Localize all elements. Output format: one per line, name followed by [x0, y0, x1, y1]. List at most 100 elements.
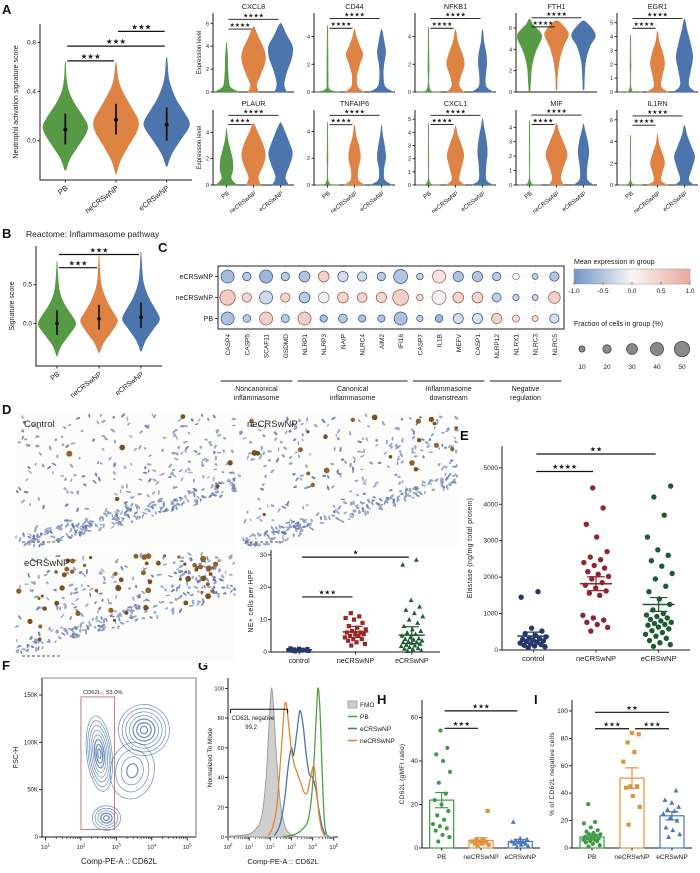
- svg-text:★★★: ★★★: [643, 721, 661, 728]
- svg-text:eCRSwNP: eCRSwNP: [137, 183, 171, 212]
- svg-text:eCRSwNP: eCRSwNP: [24, 558, 69, 569]
- svg-text:2: 2: [610, 62, 613, 68]
- svg-text:1: 1: [408, 170, 411, 176]
- svg-text:downstream: downstream: [430, 395, 468, 402]
- svg-text:100: 100: [214, 686, 224, 692]
- svg-text:100: 100: [557, 708, 568, 715]
- svg-text:CASP4: CASP4: [225, 334, 232, 356]
- svg-text:MEFV: MEFV: [456, 333, 463, 352]
- svg-text:neCRSwNP: neCRSwNP: [633, 191, 662, 215]
- svg-text:Negative: Negative: [512, 386, 540, 393]
- svg-text:neCRSwNP: neCRSwNP: [463, 854, 499, 861]
- svg-text:Neutrophil activation signatur: Neutrophil activation signature score: [13, 45, 20, 158]
- svg-text:2: 2: [307, 156, 310, 162]
- svg-text:2: 2: [610, 161, 613, 167]
- svg-text:CASP5: CASP5: [244, 334, 251, 356]
- svg-text:FTH1: FTH1: [548, 2, 566, 11]
- svg-text:80: 80: [561, 735, 569, 742]
- svg-text:60: 60: [411, 714, 419, 721]
- ihc-image-control: Control: [15, 412, 238, 549]
- svg-text:103: 103: [287, 842, 296, 851]
- svg-text:★★★★: ★★★★: [445, 108, 466, 115]
- svg-text:eCRSwNP: eCRSwNP: [359, 191, 385, 213]
- svg-text:0.0: 0.0: [23, 320, 32, 327]
- svg-text:80: 80: [218, 716, 224, 722]
- svg-text:★★★★: ★★★★: [243, 108, 264, 115]
- svg-text:★★★★: ★★★★: [243, 12, 264, 19]
- svg-text:102: 102: [266, 842, 275, 851]
- svg-text:40: 40: [218, 776, 224, 782]
- svg-text:150K: 150K: [24, 693, 38, 699]
- svg-text:neCRSwNP: neCRSwNP: [229, 191, 258, 215]
- svg-text:neCRSwNP: neCRSwNP: [330, 191, 359, 215]
- svg-text:3: 3: [509, 140, 512, 146]
- svg-text:CD62L negative: CD62L negative: [232, 716, 275, 722]
- svg-text:NLRC3: NLRC3: [533, 334, 540, 356]
- svg-text:control: control: [522, 654, 545, 663]
- svg-text:★★★★: ★★★★: [634, 118, 655, 125]
- svg-text:10: 10: [260, 617, 268, 624]
- svg-text:eCRSwNP: eCRSwNP: [505, 854, 537, 861]
- svg-text:PB: PB: [588, 854, 597, 861]
- svg-text:★★★★: ★★★★: [445, 12, 466, 19]
- svg-text:2: 2: [206, 67, 209, 73]
- svg-text:CASP7: CASP7: [417, 334, 424, 356]
- svg-text:CD62L (gMFI ratio): CD62L (gMFI ratio): [399, 744, 406, 805]
- svg-text:104: 104: [308, 842, 317, 851]
- svg-text:4: 4: [206, 44, 209, 50]
- svg-text:105: 105: [329, 842, 338, 851]
- svg-text:★★★★: ★★★★: [331, 118, 352, 125]
- svg-text:2: 2: [408, 62, 411, 68]
- panel-letter-a: A: [2, 2, 12, 17]
- svg-text:★★★★: ★★★★: [344, 12, 365, 19]
- svg-text:★★★: ★★★: [319, 589, 337, 596]
- svg-text:NLRC5: NLRC5: [552, 334, 559, 356]
- svg-text:★★★: ★★★: [603, 721, 621, 728]
- svg-text:0: 0: [206, 183, 209, 189]
- svg-text:NFKB1: NFKB1: [444, 2, 467, 11]
- svg-text:4: 4: [610, 140, 613, 146]
- svg-text:FSC-H: FSC-H: [13, 747, 20, 768]
- svg-text:eCRSwNP: eCRSwNP: [460, 191, 486, 213]
- svg-text:EGR1: EGR1: [648, 2, 668, 11]
- svg-text:20: 20: [411, 801, 419, 808]
- svg-text:IFI16: IFI16: [398, 334, 405, 349]
- svg-text:0.0: 0.0: [27, 138, 36, 145]
- svg-text:NLRP3: NLRP3: [321, 334, 328, 355]
- panel-letter-c: C: [158, 240, 168, 255]
- svg-text:1: 1: [610, 76, 613, 82]
- svg-text:0: 0: [307, 90, 310, 96]
- svg-text:Control: Control: [24, 419, 55, 430]
- svg-text:★★★: ★★★: [453, 721, 471, 728]
- svg-text:0: 0: [509, 183, 512, 189]
- svg-text:★★★★: ★★★★: [230, 22, 251, 29]
- svg-text:eCRSwNP: eCRSwNP: [395, 658, 429, 665]
- svg-text:Normalized To Mode: Normalized To Mode: [207, 727, 214, 787]
- svg-text:CASP1: CASP1: [475, 334, 482, 356]
- svg-text:0: 0: [221, 835, 224, 841]
- svg-text:CD44: CD44: [345, 2, 363, 11]
- svg-text:Canonical: Canonical: [337, 386, 369, 393]
- svg-text:0: 0: [509, 90, 512, 96]
- svg-text:eCRSwNP: eCRSwNP: [641, 654, 677, 663]
- svg-text:0: 0: [414, 845, 418, 852]
- svg-text:★★★★: ★★★★: [344, 108, 365, 115]
- svg-text:4: 4: [610, 35, 613, 41]
- ihc-image-ecrswnp: eCRSwNP: [14, 551, 236, 663]
- svg-text:NLRC4: NLRC4: [360, 334, 367, 356]
- svg-text:2: 2: [408, 157, 411, 163]
- svg-text:★★★★: ★★★★: [634, 21, 655, 28]
- svg-text:4: 4: [509, 125, 512, 131]
- svg-text:Expression level: Expression level: [197, 31, 203, 75]
- svg-text:0: 0: [610, 183, 613, 189]
- svg-text:control: control: [289, 658, 310, 665]
